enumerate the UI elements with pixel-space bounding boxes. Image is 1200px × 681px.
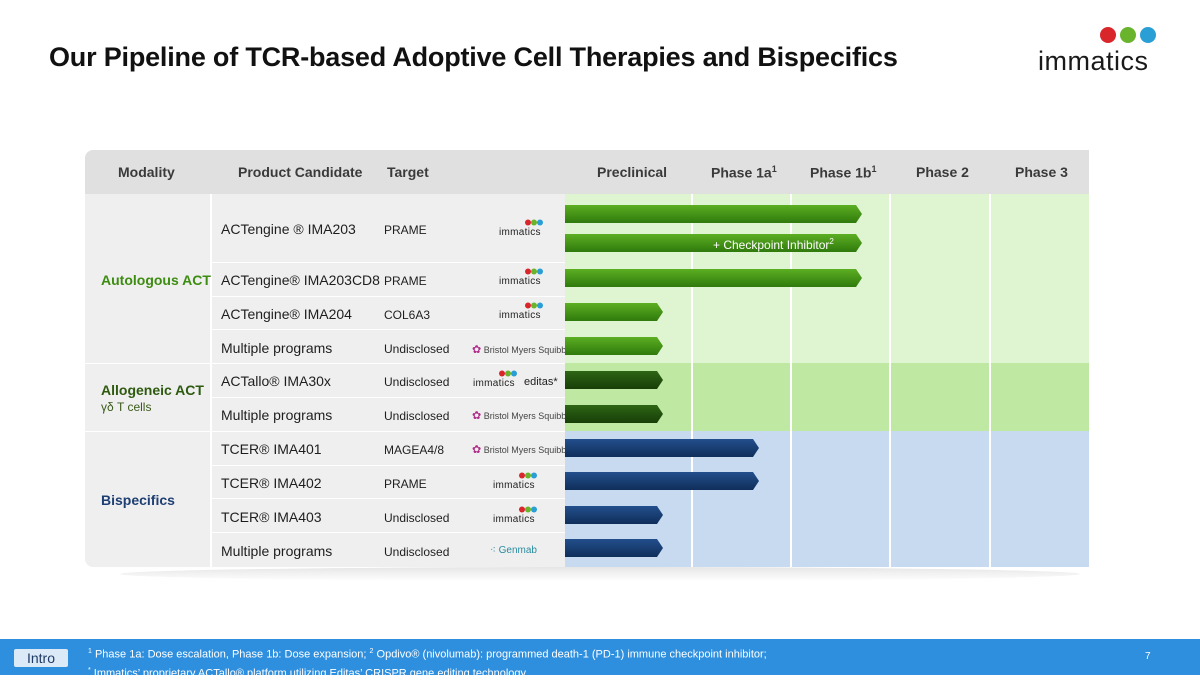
logo-dots-icon — [519, 506, 537, 513]
slide-title: Our Pipeline of TCR-based Adoptive Cell … — [49, 42, 898, 72]
target-name: MAGEA4/8 — [384, 443, 445, 457]
modality-autologous: Autologous ACT — [101, 272, 211, 288]
product-name: Multiple programs — [221, 543, 333, 559]
row-divider — [211, 329, 565, 330]
row-divider — [211, 431, 565, 432]
partner-logo-bms: ✿ Bristol Myers Squibb — [472, 444, 567, 456]
modality-divider — [85, 363, 211, 364]
bar-bispecific-multiple — [565, 539, 663, 557]
bar-ima203-checkpoint — [565, 234, 862, 252]
table-shadow — [120, 567, 1080, 581]
partner-logo-immatics: immatics — [473, 370, 517, 389]
logo-dots-icon — [519, 472, 537, 479]
product-name: TCER® IMA403 — [221, 509, 322, 525]
logo-dots-icon — [499, 370, 517, 377]
bms-icon: ✿ — [472, 444, 482, 456]
partner-logo-bms: ✿ Bristol Myers Squibb — [472, 410, 567, 422]
phase-divider — [889, 194, 891, 567]
partner-logo-immatics: immatics — [499, 219, 543, 238]
row-divider — [211, 532, 565, 533]
immatics-logo: immatics — [1032, 24, 1167, 76]
logo-dots-icon — [525, 219, 543, 226]
bar-ima402 — [565, 472, 759, 490]
row-divider — [211, 296, 565, 297]
bar-ima401 — [565, 439, 759, 457]
target-name: Undisclosed — [384, 409, 450, 423]
partner-logo-immatics: immatics — [493, 506, 537, 525]
bms-icon: ✿ — [472, 410, 482, 422]
header-phase1b: Phase 1b1 — [810, 164, 877, 181]
bar-ima203 — [565, 205, 862, 223]
product-name: Multiple programs — [221, 340, 333, 356]
product-name: ACTengine® IMA203CD8 — [221, 272, 380, 288]
header-target: Target — [387, 164, 429, 180]
target-name: Undisclosed — [384, 511, 450, 525]
row-divider — [211, 465, 565, 466]
left-columns-bg — [85, 194, 565, 567]
bar-ima403 — [565, 506, 663, 524]
logo-dots-icon — [525, 302, 543, 309]
pipeline-table: Modality Product Candidate Target Precli… — [85, 150, 1089, 567]
bar-ima203cd8 — [565, 269, 862, 287]
header-preclinical: Preclinical — [597, 164, 668, 180]
pipeline-bars — [565, 205, 862, 557]
page-number: 7 — [1145, 651, 1151, 662]
partner-logo-immatics: immatics — [499, 302, 543, 321]
row-divider — [211, 363, 565, 364]
product-name: ACTengine ® IMA203 — [221, 221, 356, 237]
logo-dots-icon — [525, 268, 543, 275]
footer-bar: Intro 1 Phase 1a: Dose escalation, Phase… — [0, 639, 1200, 679]
logo-dots-icon — [1100, 27, 1156, 43]
modality-allogeneic: Allogeneic ACT — [101, 382, 204, 398]
partner-logo-immatics: immatics — [493, 472, 537, 491]
modality-divider — [85, 431, 211, 432]
section-badge[interactable]: Intro — [14, 649, 68, 667]
logo-wordmark: immatics — [1038, 46, 1149, 76]
modality-allogeneic-sub: γδ T cells — [101, 400, 152, 414]
phase-divider — [989, 194, 991, 567]
bar-ima204 — [565, 303, 663, 321]
product-name: ACTengine® IMA204 — [221, 306, 352, 322]
column-divider — [210, 194, 212, 567]
row-divider — [211, 262, 565, 263]
product-name: TCER® IMA401 — [221, 441, 322, 457]
target-name: PRAME — [384, 477, 427, 491]
target-name: Undisclosed — [384, 545, 450, 559]
genmab-icon: ⁖ — [490, 545, 496, 556]
target-name: PRAME — [384, 223, 427, 237]
partner-logo-bms: ✿ Bristol Myers Squibb — [472, 344, 567, 356]
modality-bispecifics: Bispecifics — [101, 492, 175, 508]
partner-logo-editas: editas* — [524, 376, 558, 388]
footnote: 1 Phase 1a: Dose escalation, Phase 1b: D… — [88, 648, 767, 680]
bms-icon: ✿ — [472, 344, 482, 356]
table-header — [85, 150, 1089, 194]
bar-allo-multiple — [565, 405, 663, 423]
phase-divider — [790, 194, 792, 567]
bar-ima30x — [565, 371, 663, 389]
header-phase3: Phase 3 — [1015, 164, 1068, 180]
header-phase1a: Phase 1a1 — [711, 164, 777, 181]
phase-divider — [691, 194, 693, 567]
target-name: COL6A3 — [384, 308, 431, 322]
checkpoint-inhibitor-label: + Checkpoint Inhibitor2 — [713, 237, 834, 252]
target-name: Undisclosed — [384, 342, 450, 356]
target-name: PRAME — [384, 274, 427, 288]
target-name: Undisclosed — [384, 375, 450, 389]
product-name: TCER® IMA402 — [221, 475, 322, 491]
partner-logo-genmab: ⁖ Genmab — [490, 545, 537, 556]
header-modality: Modality — [118, 164, 175, 180]
header-phase2: Phase 2 — [916, 164, 969, 180]
row-divider — [211, 498, 565, 499]
product-name: ACTallo® IMA30x — [221, 373, 331, 389]
row-divider — [211, 397, 565, 398]
header-product: Product Candidate — [238, 164, 363, 180]
product-name: Multiple programs — [221, 407, 333, 423]
bar-auto-multiple — [565, 337, 663, 355]
partner-logo-immatics: immatics — [499, 268, 543, 287]
